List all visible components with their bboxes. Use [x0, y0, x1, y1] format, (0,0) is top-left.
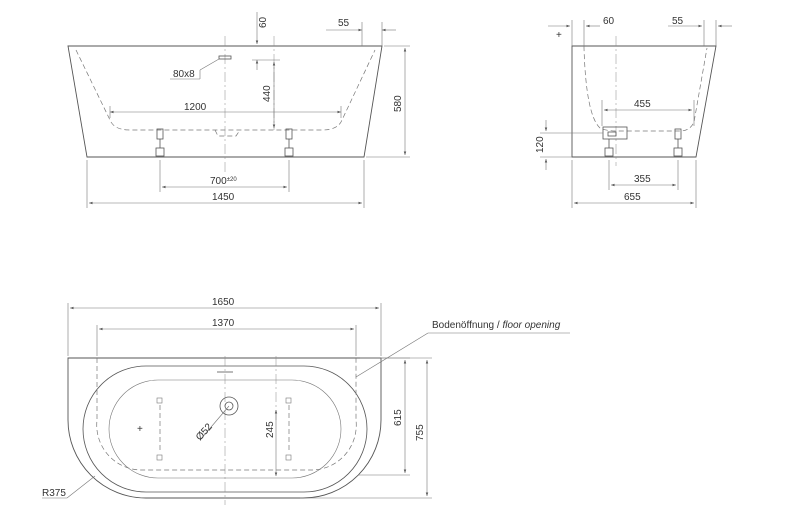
- side-foot-left: [604, 139, 614, 157]
- front-overflow-label: 80x8: [173, 69, 195, 80]
- front-overflow-slot: [218, 55, 232, 60]
- front-dim-1200: 1200: [184, 102, 207, 113]
- floor-opening-label: Bodenöffnung / floor opening: [432, 320, 561, 331]
- front-view: 80x8 60 55 440 580 1200 700±20: [67, 12, 410, 208]
- top-drain-inner: [224, 401, 234, 411]
- front-dim-60: 60: [258, 16, 269, 28]
- top-dim-1650: 1650: [212, 297, 235, 308]
- front-dim-700: 700±20: [210, 176, 237, 187]
- top-dim-245: 245: [265, 421, 276, 438]
- front-tub-outline: [67, 45, 383, 158]
- side-view: 60 55 + 455 120 355 655: [535, 16, 732, 208]
- side-dim-55: 55: [672, 16, 684, 27]
- top-radius-label: R375: [42, 488, 66, 499]
- front-dim-55: 55: [338, 18, 350, 29]
- front-dim-700-tolerance: ±20: [227, 177, 238, 183]
- top-center-mark: +: [137, 424, 143, 435]
- side-foot-right: [673, 128, 683, 157]
- top-dim-615: 615: [393, 409, 404, 426]
- top-foot-marks-left: [156, 397, 163, 461]
- top-dim-1370: 1370: [212, 318, 235, 329]
- side-dim-60: 60: [603, 16, 615, 27]
- front-foot-left: [155, 128, 165, 157]
- top-rim-inner: [82, 365, 368, 493]
- side-inner-wall: [583, 46, 708, 132]
- side-dim-355: 355: [634, 174, 651, 185]
- top-dim-755: 755: [415, 424, 426, 441]
- side-mark: +: [556, 30, 562, 41]
- front-dim-1450: 1450: [212, 192, 235, 203]
- top-wall-dashed: [96, 358, 357, 471]
- top-foot-marks-right: [285, 397, 292, 461]
- front-foot-right: [284, 128, 294, 157]
- front-inner-wall: [75, 49, 376, 131]
- top-basin-floor: [108, 379, 342, 479]
- top-tub-outline: [67, 357, 382, 499]
- floor-opening-label-en: floor opening: [502, 320, 560, 331]
- front-dim-580: 580: [393, 95, 404, 112]
- top-drain-outer: [219, 396, 239, 416]
- side-dim-455: 455: [634, 99, 651, 110]
- side-dim-655: 655: [624, 192, 641, 203]
- top-view: Ø52 + 245 1650 1370 Bodenöffnung / floor…: [42, 297, 570, 505]
- front-dim-440: 440: [262, 85, 273, 102]
- side-dim-120: 120: [535, 136, 546, 153]
- front-drain: [214, 129, 241, 137]
